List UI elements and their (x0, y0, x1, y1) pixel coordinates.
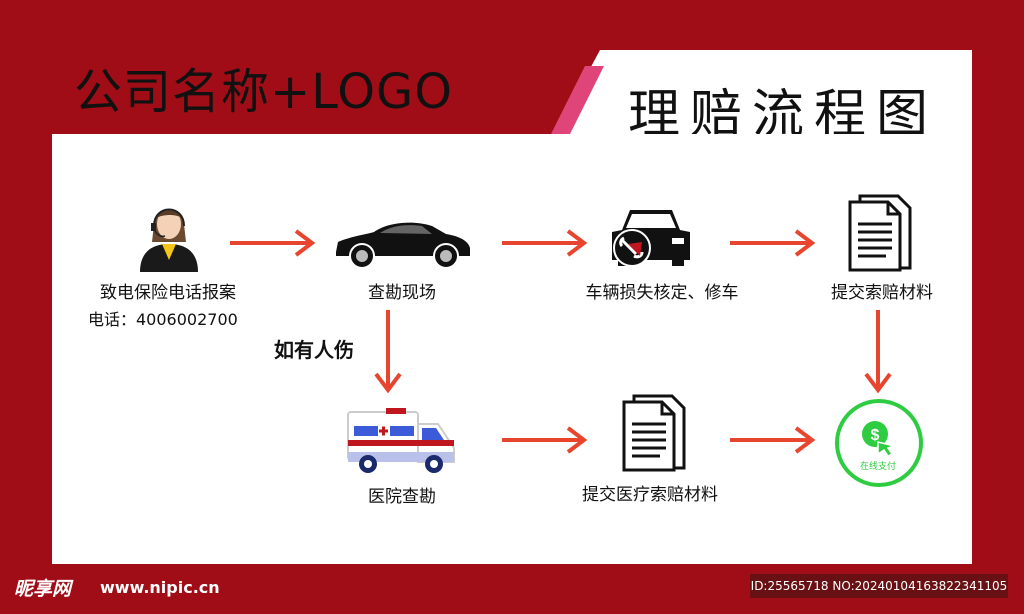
online-payment-icon: $ (835, 399, 923, 487)
step-report-label: 致电保险电话报案 (100, 283, 236, 303)
arrow-medical-to-pay (730, 426, 816, 454)
step-survey-label: 查勘现场 (368, 283, 436, 303)
svg-text:$: $ (871, 427, 880, 444)
arrow-survey-down (374, 310, 402, 394)
step-submit-label: 提交索赔材料 (831, 283, 933, 303)
step-hospital-label: 医院查勘 (368, 487, 436, 507)
step-medical-submit-label: 提交医疗索赔材料 (582, 485, 718, 505)
site-url[interactable]: www.nipic.cn (100, 578, 220, 597)
online-payment-label: 在线支付 (859, 462, 897, 472)
site-logo: 昵享网 (14, 578, 72, 600)
car-repair-icon (612, 210, 690, 267)
arrow-assess-to-submit (730, 229, 816, 257)
arrow-submit-down (864, 310, 892, 394)
flow-panel (52, 134, 972, 564)
document-icon (622, 394, 686, 472)
sedan-car-icon (336, 222, 470, 269)
injury-note: 如有人伤 (274, 338, 354, 362)
arrow-survey-to-assess (502, 229, 588, 257)
ambulance-icon (347, 408, 455, 473)
step-assess-label: 车辆损失核定、修车 (585, 283, 739, 303)
customer-service-agent-icon (140, 208, 198, 272)
arrow-hospital-to-medical (502, 426, 588, 454)
company-name: 公司名称+LOGO (74, 64, 454, 120)
arrow-report-to-survey (230, 229, 316, 257)
phone-number: 电话：4006002700 (88, 310, 238, 329)
document-icon (848, 194, 912, 272)
image-id-badge: ID:25565718 NO:20240104163822341105 (750, 574, 1008, 598)
